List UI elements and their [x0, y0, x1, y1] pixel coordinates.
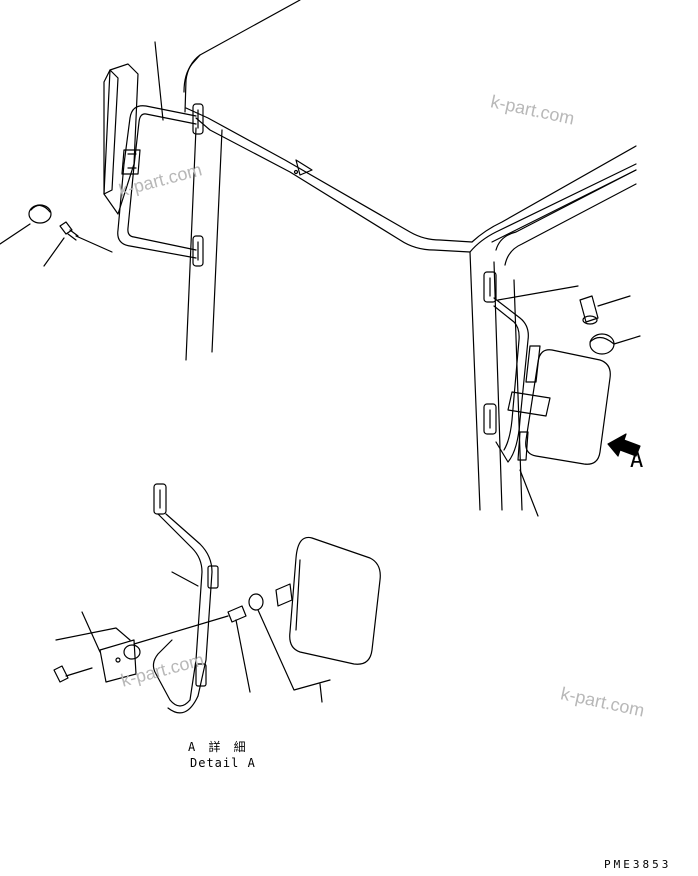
detail-a-small-parts: [53, 593, 331, 703]
left-cab-pillar: [185, 127, 223, 361]
right-mirror-glass: [507, 349, 611, 465]
right-cap-and-bolt: [497, 285, 641, 517]
left-mirror-bracket: [103, 63, 204, 267]
detail-a-label-jp: A 詳 細: [188, 740, 249, 754]
detail-a-label-en: Detail A: [190, 756, 256, 770]
right-mirror-bracket: [483, 271, 541, 463]
view-a-letter: A: [630, 448, 644, 473]
drawing-number: PME3853: [604, 858, 672, 871]
view-a-arrow: [607, 433, 641, 457]
detail-a-bracket: [152, 483, 219, 714]
left-cap-and-bolt: [0, 204, 113, 267]
detail-a-mirror-glass: [275, 536, 381, 665]
